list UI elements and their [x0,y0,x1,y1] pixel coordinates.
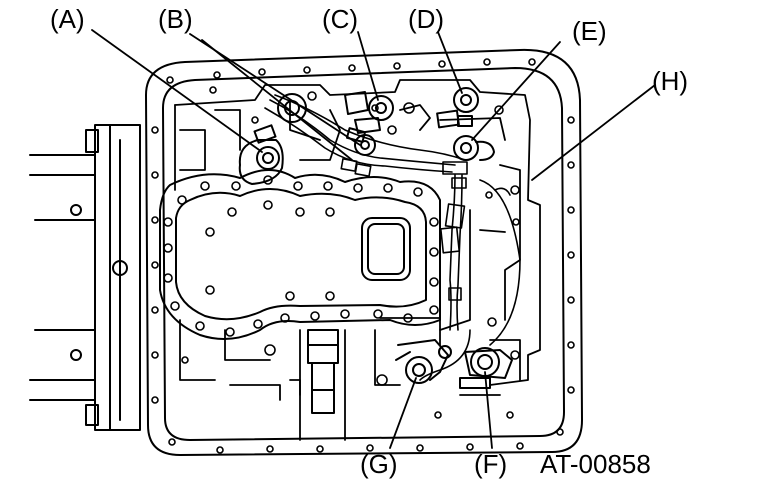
separator-gasket [159,169,441,340]
solenoid-d [436,87,479,129]
wiring-harness [264,94,521,381]
solenoid-c [344,91,394,134]
oil-pan-flange [145,48,583,456]
valve-body-bolts [181,86,520,419]
callout-h-label: (H) [652,66,689,96]
solenoid-a [238,124,284,185]
solenoid-b [277,93,376,156]
valve-body-passages [174,79,541,441]
callout-d-label: (D) [408,4,445,34]
solenoid-e [453,135,495,161]
callout-b-label: (B) [158,4,193,34]
callout-a-label: (A) [50,4,85,34]
figure-id: AT-00858 [540,449,651,479]
transmission-case [29,124,141,431]
gasket-bolt-holes [163,175,439,337]
solenoid-g [395,339,452,384]
flange-bolt-holes [151,58,575,454]
solenoid-f [459,347,513,389]
callout-f-label: (F) [474,449,508,479]
callout-c-label: (C) [322,4,359,34]
callout-g-label: (G) [360,449,398,479]
callout-leader-lines [91,29,656,449]
callout-e-label: (E) [572,16,607,46]
strainer-housing [307,329,339,414]
